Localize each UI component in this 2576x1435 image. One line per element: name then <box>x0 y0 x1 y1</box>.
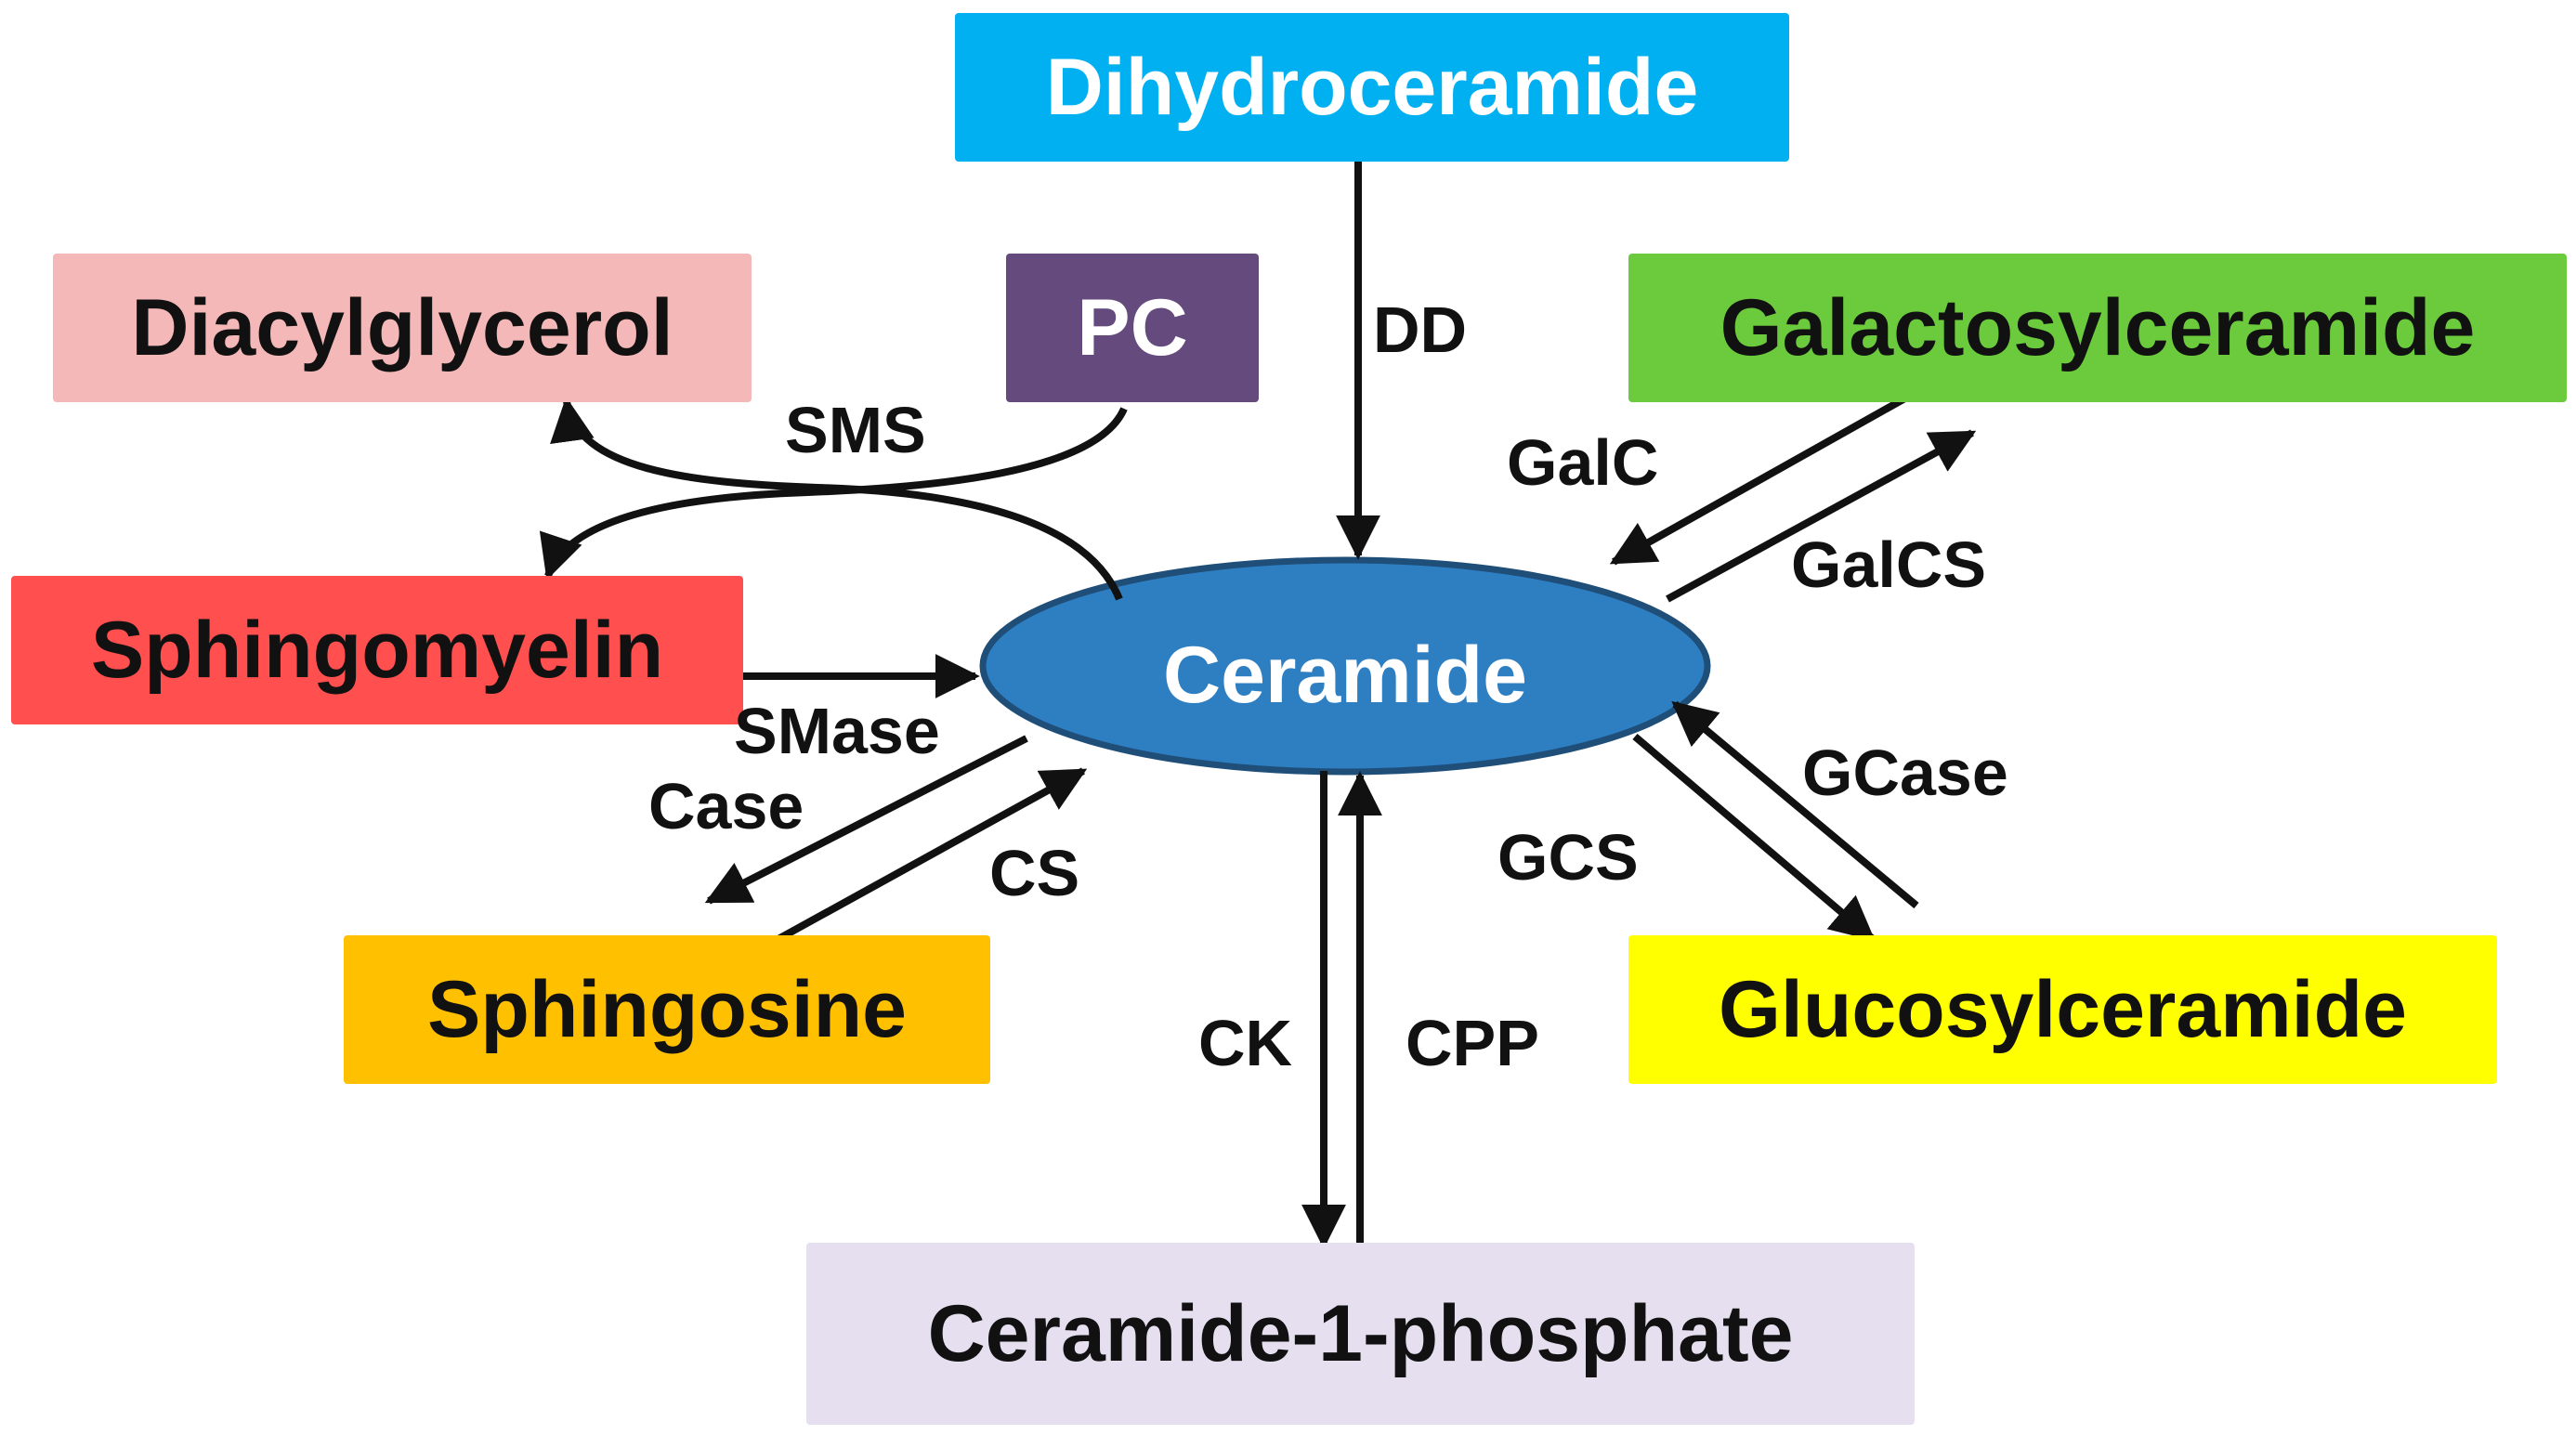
enzyme-label-ck: CK <box>1198 1007 1293 1079</box>
diacylglycerol-box: Diacylglycerol <box>53 254 752 402</box>
pc-box: PC <box>1006 254 1259 402</box>
enzyme-label-gcase: GCase <box>1802 737 2008 809</box>
arrow-sms-to-sphingomyelin <box>539 407 1128 581</box>
sphingomyelin-box: Sphingomyelin <box>11 576 743 724</box>
arrow-galc <box>1609 388 1918 566</box>
ceramide-1-phosphate-box: Ceramide-1-phosphate <box>806 1243 1915 1425</box>
arrow-galcs <box>1666 429 1977 603</box>
arrow-sms-to-diacylglycerol <box>550 397 1123 601</box>
arrow-gcase <box>1671 700 1919 909</box>
arrow-cs <box>775 767 1088 944</box>
glucosylceramide-box: Glucosylceramide <box>1628 935 2497 1084</box>
enzyme-label-dd: DD <box>1373 294 1468 366</box>
enzyme-label-case: Case <box>648 770 804 842</box>
dihydroceramide-box: Dihydroceramide <box>955 13 1789 162</box>
galactosylceramide-box: Galactosylceramide <box>1628 254 2567 402</box>
arrow-gcs <box>1632 733 1876 942</box>
enzyme-label-cpp: CPP <box>1406 1007 1539 1079</box>
enzyme-label-sms: SMS <box>785 394 926 466</box>
arrow-case <box>704 735 1028 905</box>
enzyme-label-galc: GalC <box>1507 426 1659 499</box>
ceramide-label: Ceramide <box>1163 631 1527 720</box>
enzyme-label-cs: CS <box>989 837 1080 909</box>
enzyme-label-galcs: GalCS <box>1791 528 1987 601</box>
sphingosine-box: Sphingosine <box>344 935 990 1084</box>
enzyme-label-gcs: GCS <box>1497 821 1639 894</box>
enzyme-label-smase: SMase <box>734 695 940 767</box>
